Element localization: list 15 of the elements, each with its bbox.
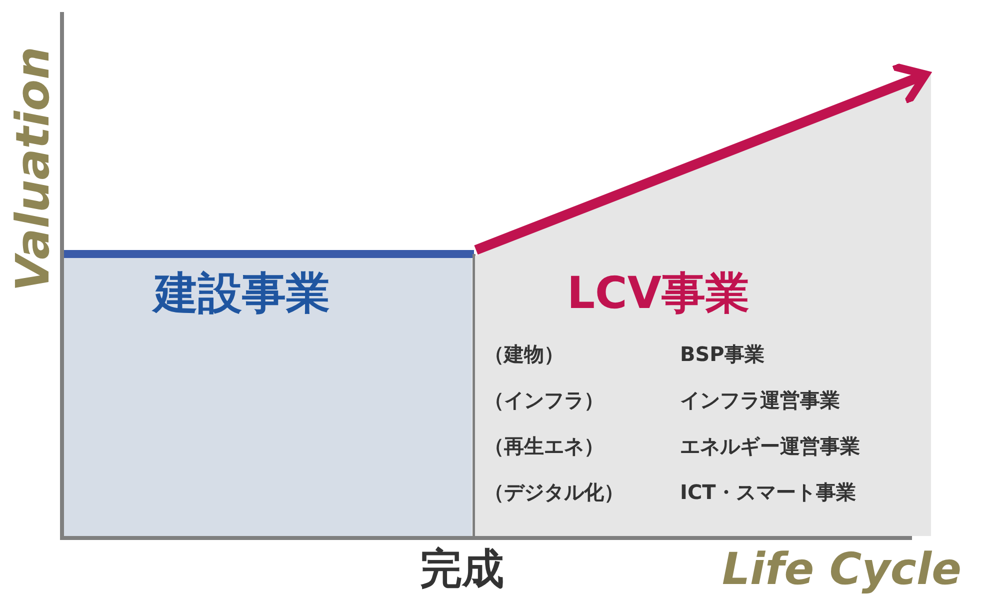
y-axis-label: Valuation: [9, 46, 55, 292]
x-axis-label: Life Cycle: [722, 548, 962, 592]
business-label: エネルギー運営事業: [680, 436, 860, 456]
area-title: LCV事業: [567, 272, 750, 316]
category-label: （建物）: [484, 344, 564, 364]
business-label: ICT・スマート事業: [680, 482, 856, 502]
business-label: インフラ運営事業: [680, 390, 840, 410]
area-title: 建設事業: [154, 272, 330, 316]
category-label: （デジタル化）: [484, 482, 624, 502]
category-label: （インフラ）: [484, 390, 604, 410]
construction-area: [64, 258, 472, 536]
business-label: BSP事業: [680, 344, 764, 364]
lcv-area: [475, 72, 931, 536]
completion-label: 完成: [420, 548, 504, 590]
category-label: （再生エネ）: [484, 436, 604, 456]
